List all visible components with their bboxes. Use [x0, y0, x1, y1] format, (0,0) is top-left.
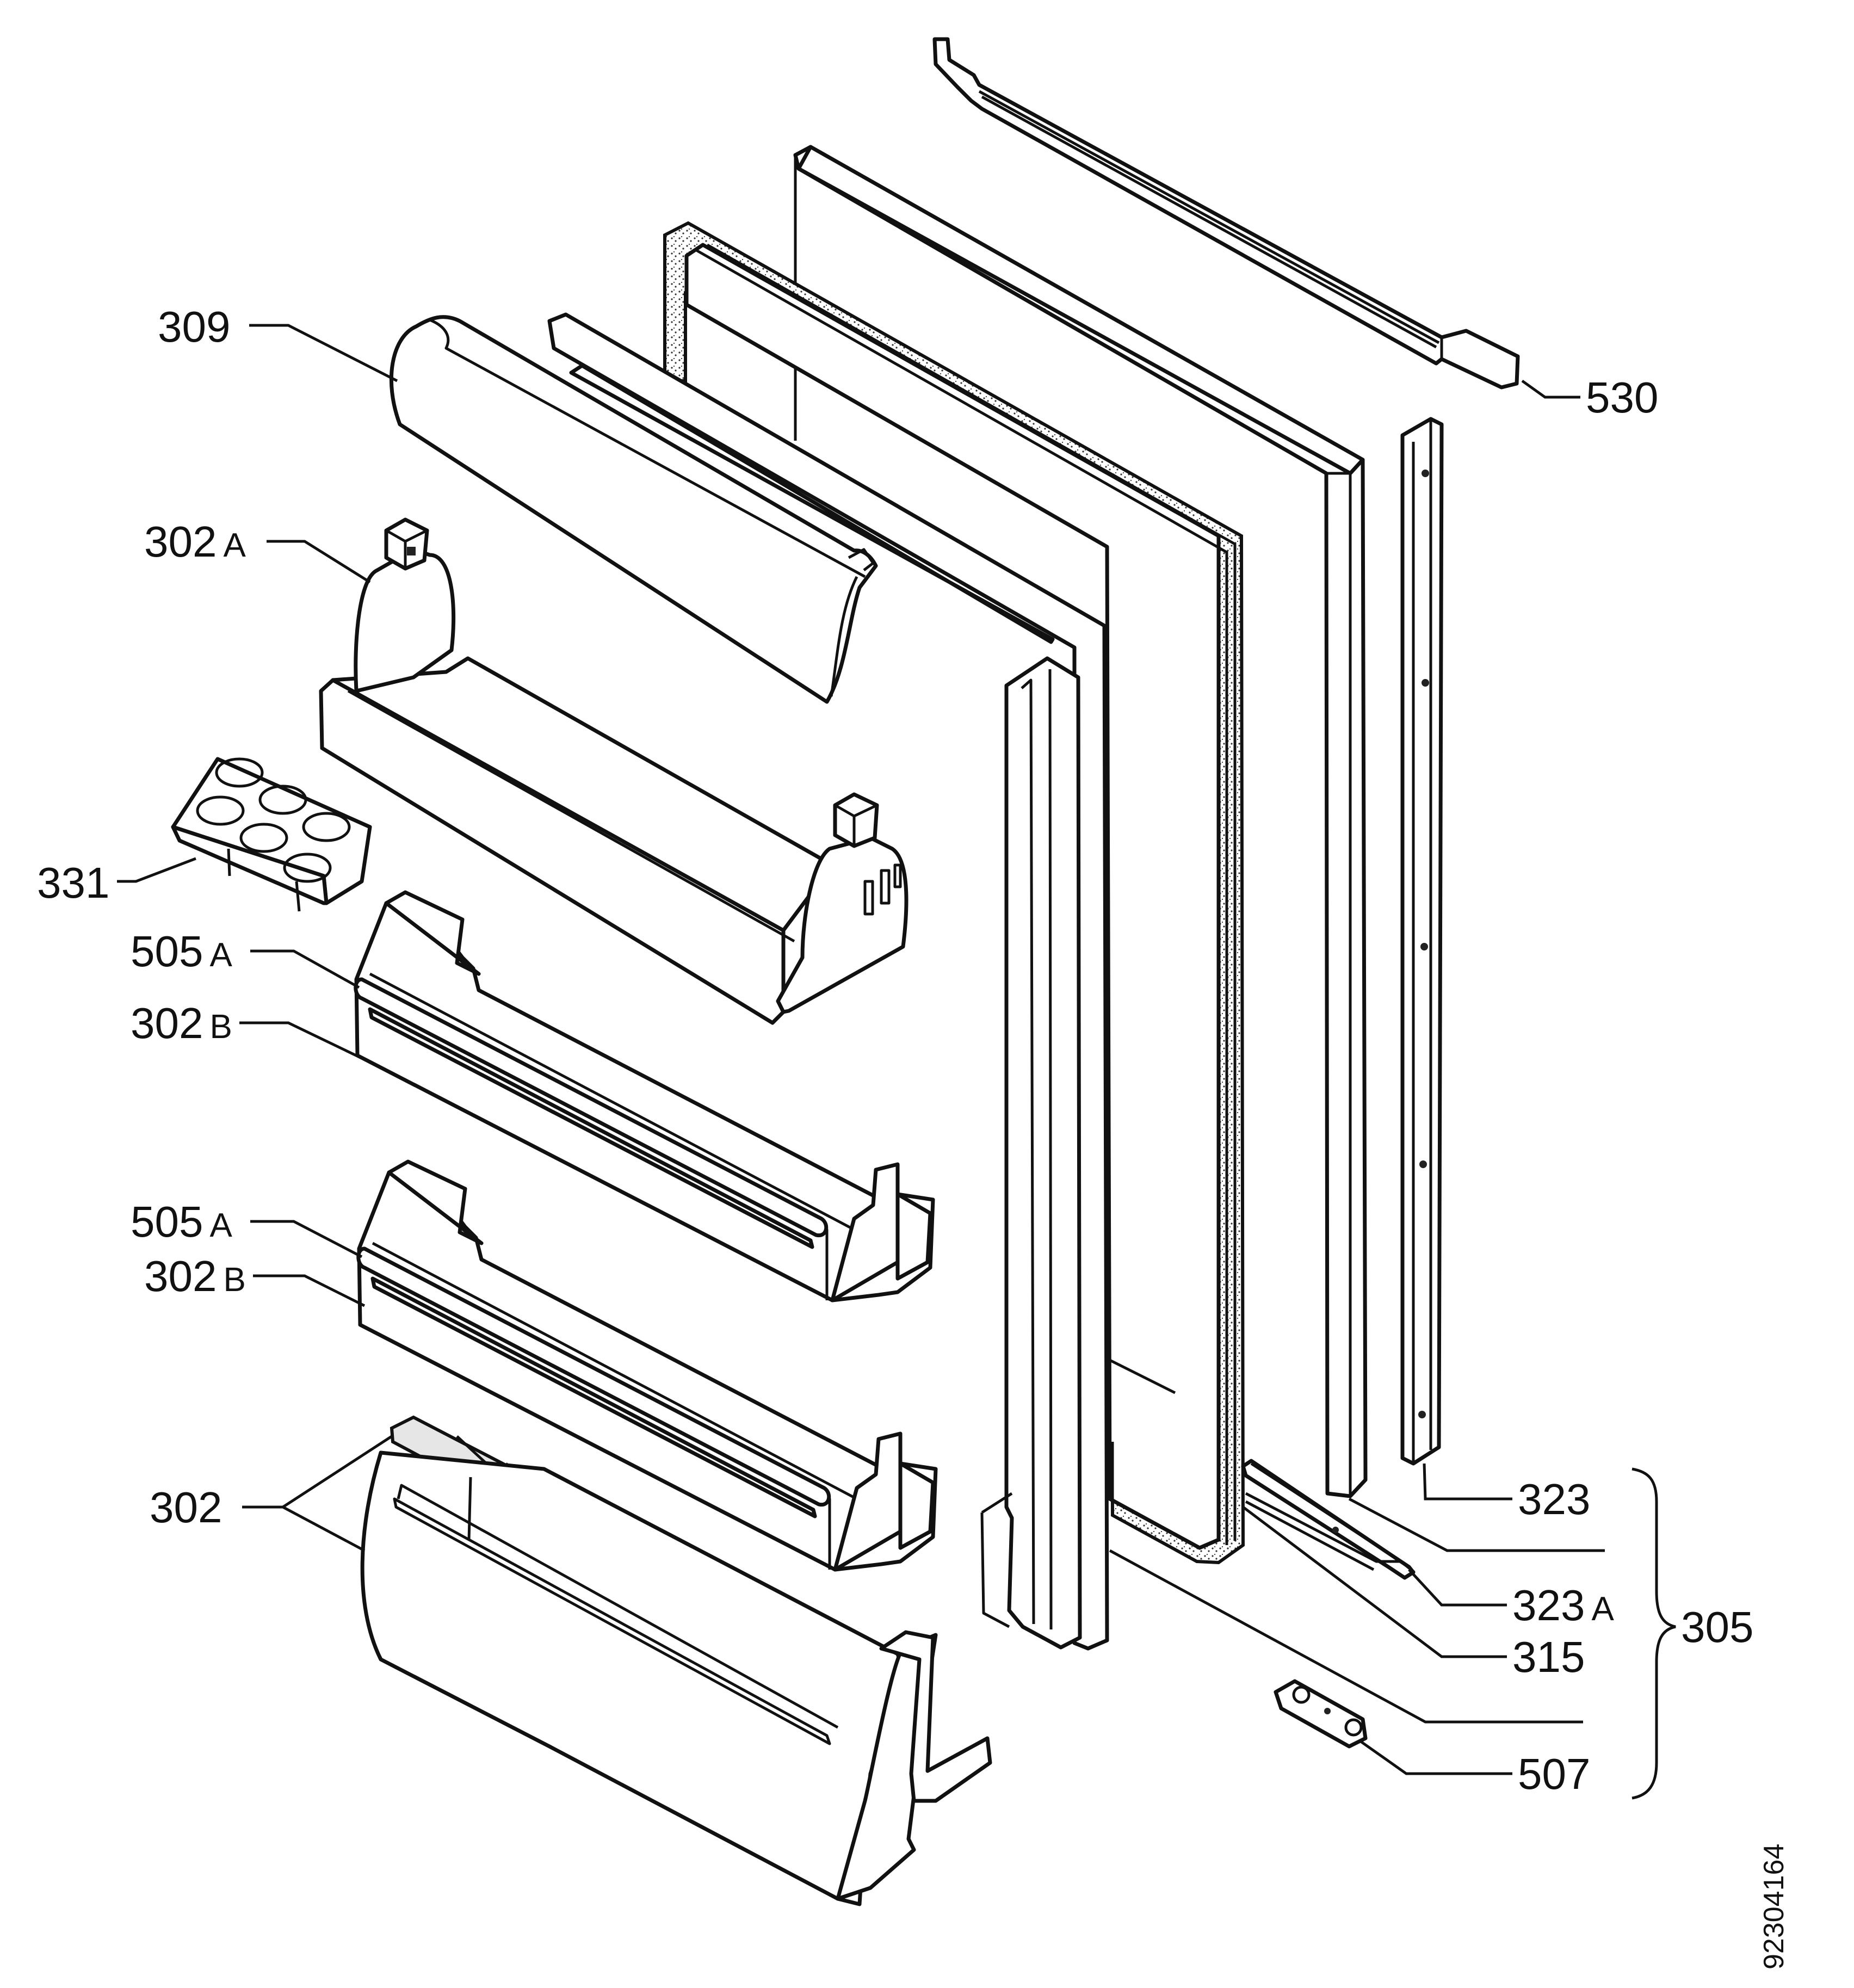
label-309: 309	[158, 302, 230, 351]
label-530: 530	[1586, 373, 1658, 422]
label-323: 323	[1518, 1475, 1590, 1523]
label-315: 315	[1512, 1633, 1585, 1681]
part-323-side-strip	[1400, 417, 1444, 1466]
label-507: 507	[1518, 1750, 1590, 1798]
part-530-top-trim-strip	[932, 37, 1520, 390]
label-331: 331	[37, 859, 109, 907]
label-305: 305	[1681, 1603, 1753, 1651]
document-id: 92304164	[1758, 1844, 1790, 1970]
inner-door-liner	[547, 312, 1176, 1651]
part-331-egg-tray	[171, 757, 372, 912]
part-507-hinge-bracket	[1274, 1679, 1368, 1749]
part-302b-middle-shelf-lower	[356, 1159, 938, 1572]
part-315-lower-trim	[1245, 1492, 1416, 1573]
part-302-bottom-shelf	[360, 1415, 992, 1906]
part-309-dairy-flap	[389, 315, 878, 704]
leader-lines	[117, 324, 1676, 1800]
part-302a-upper-shelf	[319, 517, 909, 1025]
part-302b-middle-shelf-upper	[354, 890, 935, 1302]
label-302: 302	[150, 1483, 222, 1532]
